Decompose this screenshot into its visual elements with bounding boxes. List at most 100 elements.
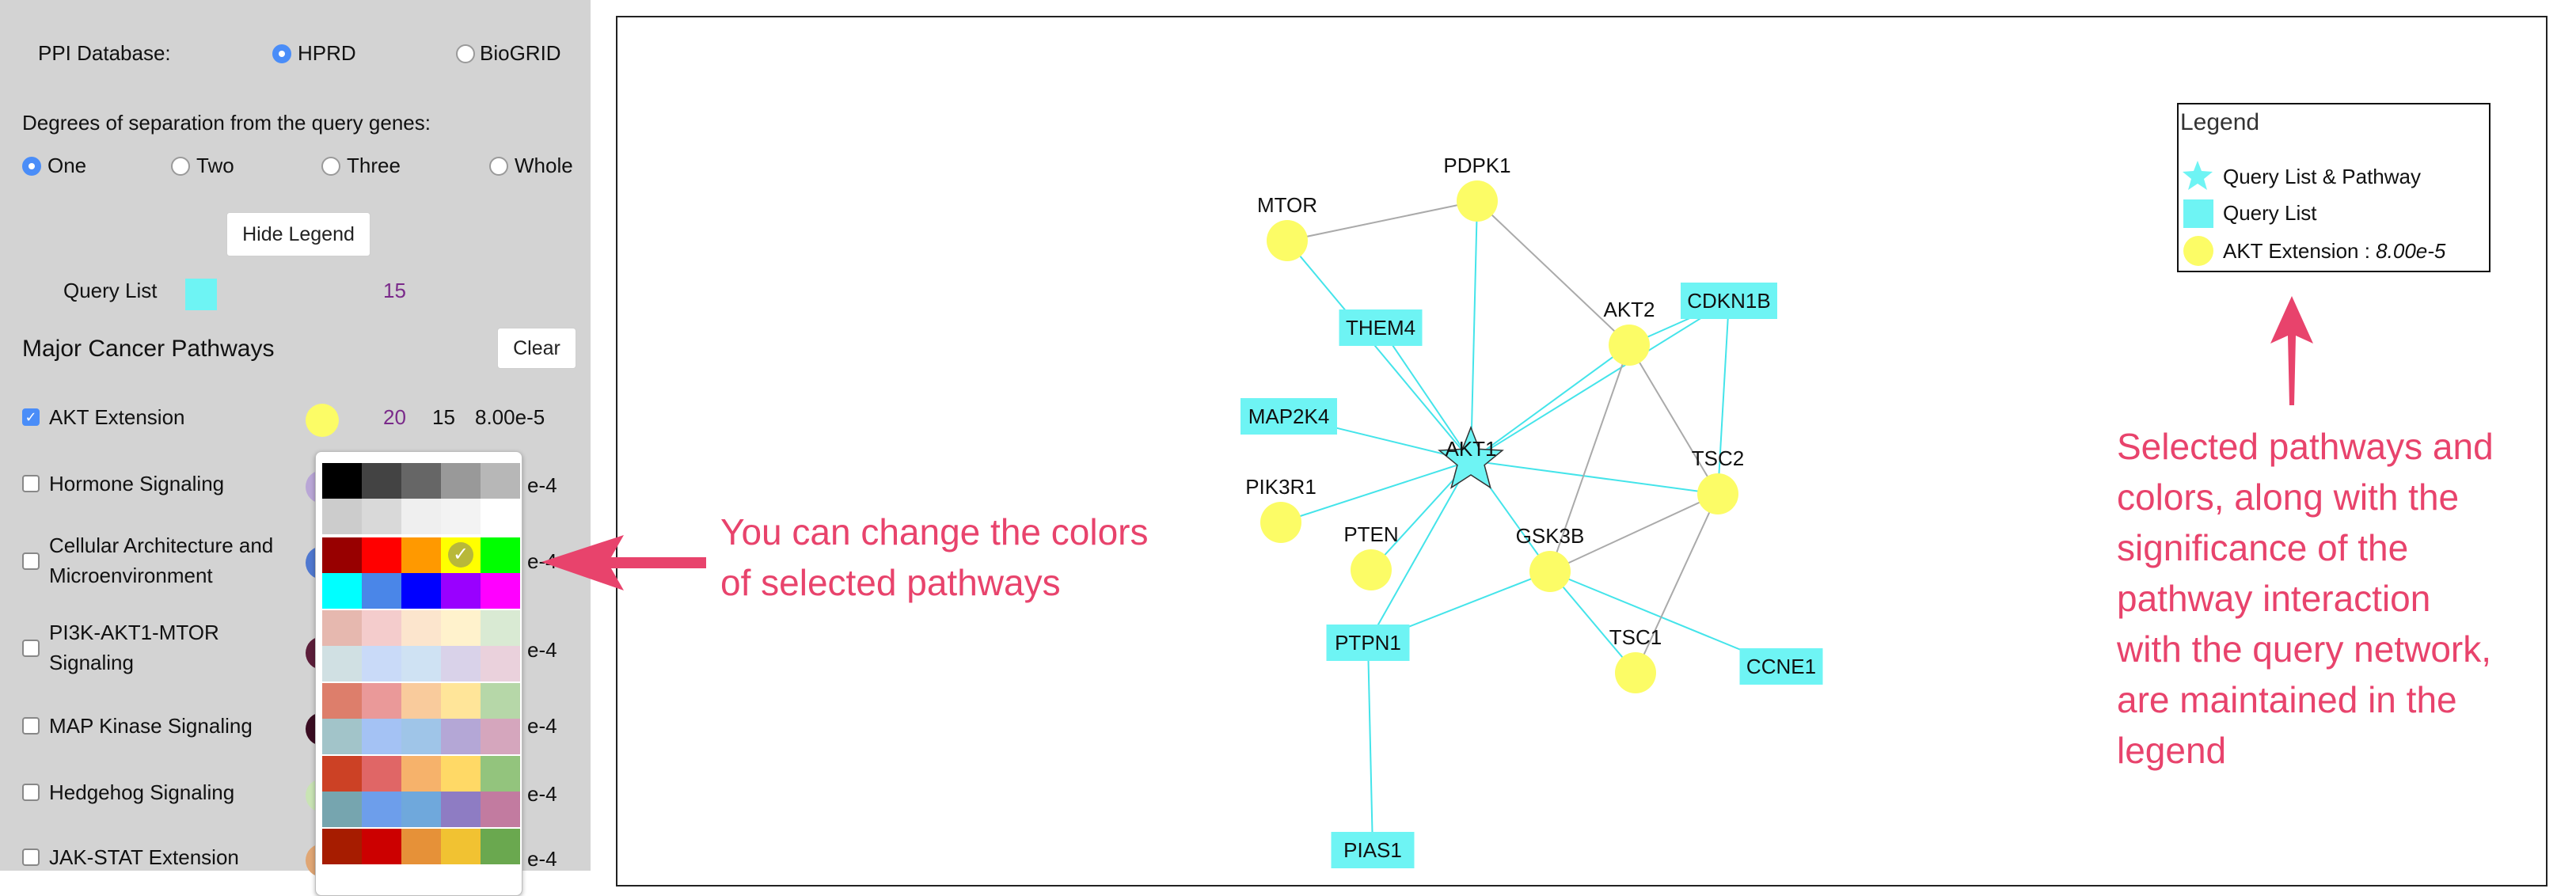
color-swatch[interactable]	[322, 499, 362, 534]
color-swatch[interactable]	[401, 646, 441, 681]
color-swatch[interactable]	[401, 683, 441, 719]
color-swatch[interactable]	[362, 646, 401, 681]
color-swatch[interactable]	[401, 829, 441, 864]
color-swatch[interactable]	[322, 719, 362, 754]
color-swatch[interactable]	[322, 646, 362, 681]
color-swatch[interactable]	[362, 610, 401, 646]
node-pias1[interactable]	[1331, 832, 1415, 868]
color-swatch[interactable]	[362, 537, 401, 573]
color-swatch[interactable]	[322, 537, 362, 573]
color-swatch[interactable]: ✓	[441, 537, 481, 573]
ppi-biogrid-radio[interactable]	[456, 44, 475, 63]
clear-button[interactable]: Clear	[497, 328, 576, 369]
node-akt1[interactable]	[1438, 425, 1504, 489]
color-swatch[interactable]	[401, 610, 441, 646]
color-swatch[interactable]	[322, 792, 362, 827]
color-swatch[interactable]	[401, 792, 441, 827]
color-swatch[interactable]	[441, 646, 481, 681]
pathway-label-cellular-architecture-line2: Microenvironment	[49, 564, 213, 587]
degree-whole-radio[interactable]	[489, 157, 508, 176]
color-swatch[interactable]	[481, 499, 520, 534]
color-swatch[interactable]	[441, 756, 481, 792]
edge-akt2-tsc2	[1628, 344, 1719, 495]
color-swatch[interactable]	[401, 573, 441, 609]
color-swatch[interactable]	[481, 573, 520, 609]
color-swatch[interactable]	[362, 829, 401, 864]
hide-legend-button[interactable]: Hide Legend	[226, 212, 370, 256]
color-swatch[interactable]	[401, 499, 441, 534]
pathway-checkbox-akt-extension[interactable]: ✓	[22, 408, 40, 426]
node-ccne1[interactable]	[1739, 648, 1823, 685]
color-swatch[interactable]	[401, 463, 441, 499]
query-list-color-swatch[interactable]	[185, 279, 217, 310]
node-pik3r1[interactable]	[1260, 502, 1301, 543]
color-swatch[interactable]	[362, 683, 401, 719]
color-swatch[interactable]	[481, 792, 520, 827]
node-tsc2[interactable]	[1697, 473, 1738, 514]
degree-one-radio[interactable]	[22, 157, 41, 176]
color-swatch[interactable]	[322, 829, 362, 864]
color-swatch[interactable]	[481, 719, 520, 754]
node-map2k4[interactable]	[1241, 398, 1337, 435]
degree-three-label[interactable]: Three	[347, 154, 401, 177]
color-swatch[interactable]	[362, 463, 401, 499]
pathway-checkbox-pi3k-akt1-mtor[interactable]	[22, 640, 40, 657]
node-them4[interactable]	[1339, 309, 1423, 346]
color-swatch[interactable]	[322, 610, 362, 646]
pathway-checkbox-jak-stat[interactable]	[22, 849, 40, 866]
color-swatch[interactable]	[481, 756, 520, 792]
ppi-hprd-label[interactable]: HPRD	[298, 41, 356, 65]
node-mtor[interactable]	[1267, 220, 1308, 261]
color-swatch[interactable]	[441, 573, 481, 609]
color-swatch[interactable]	[441, 829, 481, 864]
legend-star-icon	[2183, 161, 2213, 190]
ppi-hprd-radio[interactable]	[272, 44, 291, 63]
color-swatch[interactable]	[362, 792, 401, 827]
color-swatch[interactable]	[481, 829, 520, 864]
color-swatch[interactable]	[401, 537, 441, 573]
color-swatch[interactable]	[362, 573, 401, 609]
color-swatch[interactable]	[322, 573, 362, 609]
pathway-color-akt-extension[interactable]	[306, 404, 339, 437]
color-swatch[interactable]	[441, 499, 481, 534]
color-swatch[interactable]	[322, 756, 362, 792]
degree-three-radio[interactable]	[321, 157, 340, 176]
pathway-checkbox-cellular-architecture[interactable]	[22, 552, 40, 570]
color-swatch[interactable]	[441, 792, 481, 827]
node-akt2[interactable]	[1609, 325, 1650, 366]
color-swatch[interactable]	[401, 719, 441, 754]
node-pdpk1[interactable]	[1457, 180, 1498, 222]
node-gsk3b[interactable]	[1529, 551, 1571, 592]
pathway-checkbox-hormone-signaling[interactable]	[22, 475, 40, 492]
ppi-biogrid-label[interactable]: BioGRID	[480, 41, 561, 65]
color-swatch[interactable]	[362, 756, 401, 792]
node-ptpn1[interactable]	[1326, 625, 1410, 661]
ppi-database-label: PPI Database:	[38, 41, 171, 65]
node-tsc1[interactable]	[1615, 652, 1656, 693]
color-swatch[interactable]	[481, 537, 520, 573]
node-cdkn1b[interactable]	[1681, 283, 1777, 319]
degree-two-label[interactable]: Two	[196, 154, 234, 177]
edge-pik3r1-akt1	[1280, 460, 1472, 523]
color-swatch[interactable]	[441, 683, 481, 719]
pathway-checkbox-hedgehog[interactable]	[22, 784, 40, 801]
color-swatch[interactable]	[362, 499, 401, 534]
color-swatch[interactable]	[401, 756, 441, 792]
edge-akt2-akt1	[1470, 344, 1630, 461]
degree-two-radio[interactable]	[171, 157, 190, 176]
color-swatch[interactable]	[441, 463, 481, 499]
color-swatch[interactable]	[322, 683, 362, 719]
degree-one-label[interactable]: One	[47, 154, 87, 177]
color-swatch[interactable]	[362, 719, 401, 754]
pathway-checkbox-map-kinase[interactable]	[22, 717, 40, 735]
color-swatch[interactable]	[481, 610, 520, 646]
color-swatch[interactable]	[481, 683, 520, 719]
color-swatch[interactable]	[441, 719, 481, 754]
node-pten[interactable]	[1351, 549, 1392, 590]
color-swatch[interactable]	[481, 463, 520, 499]
color-swatch[interactable]	[322, 463, 362, 499]
degree-whole-label[interactable]: Whole	[515, 154, 573, 177]
color-swatch[interactable]	[481, 646, 520, 681]
color-swatch[interactable]	[441, 610, 481, 646]
